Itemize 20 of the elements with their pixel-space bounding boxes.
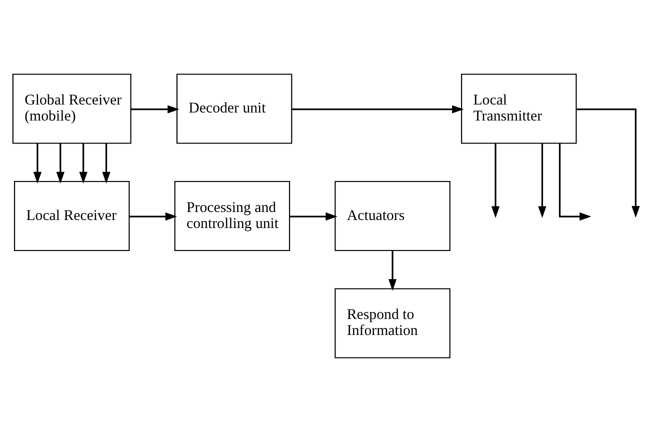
node-box: Local Receiver [14,180,130,252]
arrow [102,143,110,184]
node-box: Actuators [334,180,450,252]
arrow [388,250,397,291]
arrow [33,143,42,184]
node-box: Local Transmitter [461,74,577,144]
arrow [56,143,64,184]
arrow [129,212,178,221]
arrow [491,143,500,218]
node-box: Decoder unit [176,74,292,144]
node-box: Respond to Information [334,288,450,358]
arrow [79,143,88,184]
arrow [538,143,546,218]
arrow [558,143,592,221]
node-box: Global Receiver (mobile) [12,74,132,144]
arrow [290,212,338,221]
node-box: Processing and controlling unit [174,180,290,252]
arrow [130,105,180,114]
arrow [292,105,464,114]
arrow [576,108,640,218]
